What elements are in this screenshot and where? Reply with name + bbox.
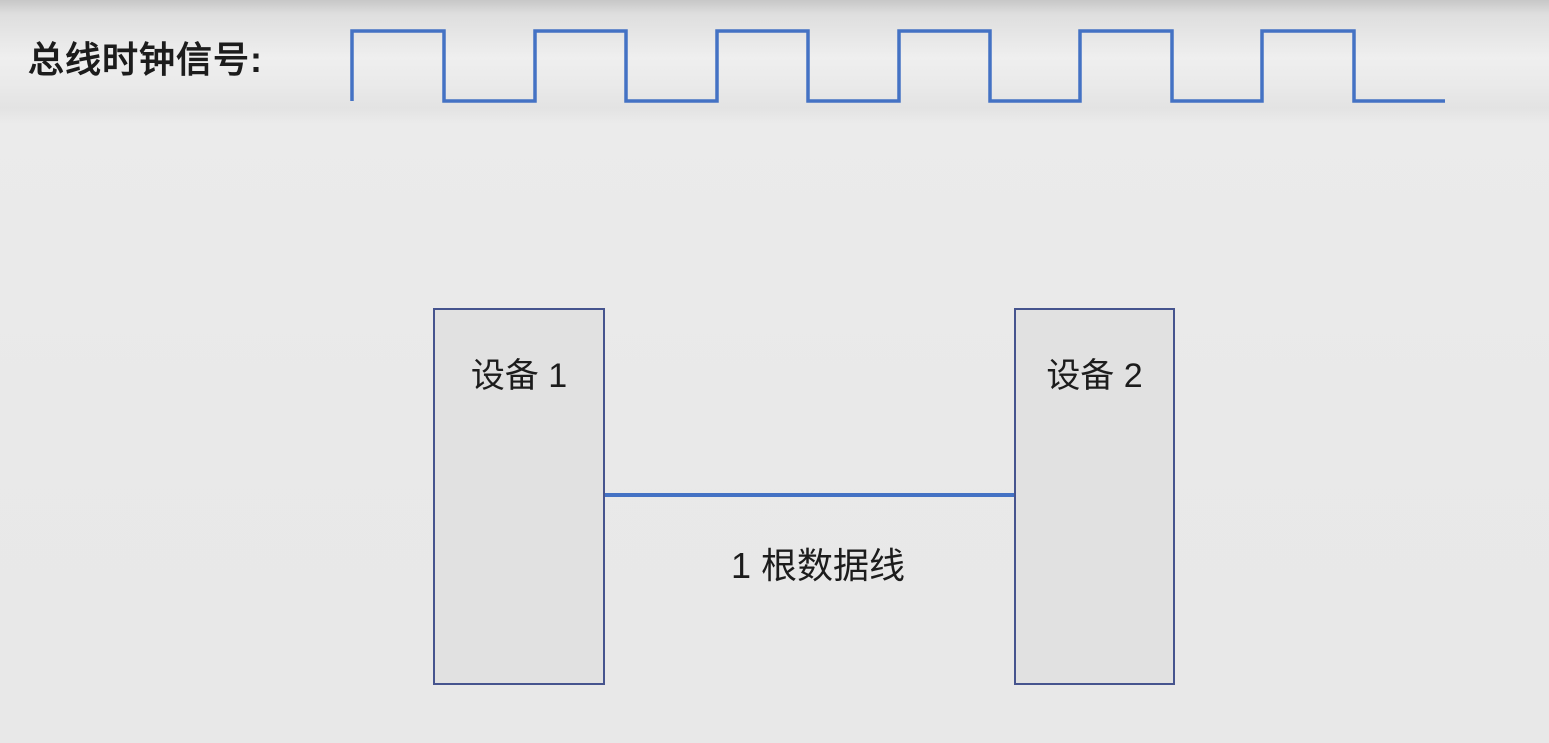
clock-waveform-polyline <box>350 29 1445 103</box>
device-2-box: 设备 2 <box>1014 308 1175 685</box>
data-line-connector <box>605 493 1014 497</box>
device-1-label: 设备 1 <box>470 357 568 395</box>
device-1-box: 设备 1 <box>433 308 605 685</box>
data-line-label: 1 根数据线 <box>730 545 906 586</box>
bus-clock-signal-label: 总线时钟信号: <box>28 39 263 80</box>
clock-waveform <box>350 29 1445 103</box>
device-2-label: 设备 2 <box>1046 357 1143 395</box>
